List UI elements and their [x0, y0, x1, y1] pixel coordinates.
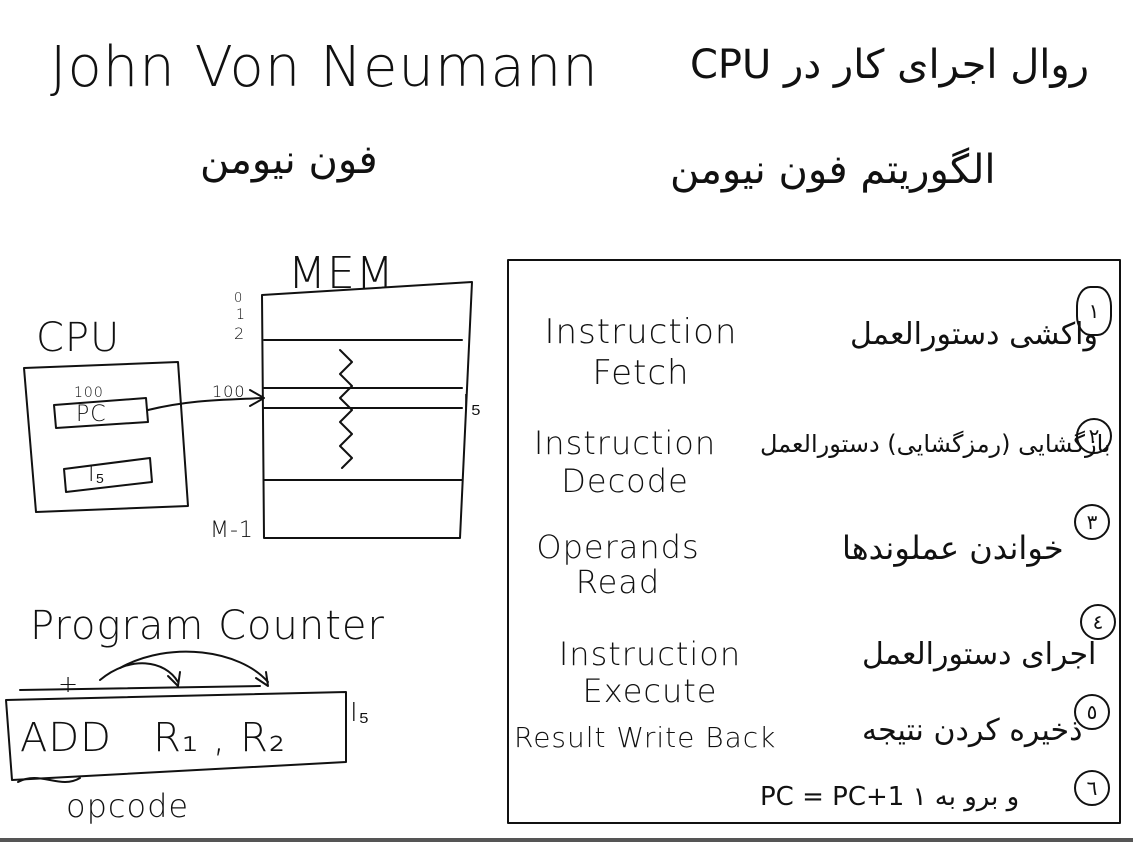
step-6-persian: PC = PC+1 و برو به ١: [760, 782, 1020, 812]
memory-label: MEM: [288, 248, 395, 299]
steps-panel: [507, 259, 1121, 824]
cpu-label: CPU: [36, 315, 121, 361]
memory-addr-2: 2: [234, 324, 246, 343]
memory-instr-label: I₅: [462, 390, 483, 420]
ir-register: [63, 457, 153, 493]
step-1-persian: واکشی دستورالعمل: [850, 317, 1098, 352]
title-english: John Von Neumann: [50, 35, 599, 100]
step-5-english: Result Write Back: [514, 721, 777, 754]
pc-label: PC: [76, 402, 107, 427]
pc-register: [53, 397, 149, 429]
step-4-english: Instruction Execute: [558, 635, 742, 710]
step-2-persian: بازگشایی (رمزگشایی) دستورالعمل: [760, 430, 1111, 458]
memory-addr-last: M-1: [210, 518, 254, 543]
memory-squiggle: [339, 349, 353, 469]
instruction-box: [5, 691, 347, 781]
instruction-side-label: I₅: [350, 698, 371, 728]
topic-persian: روال اجرای کار در CPU: [690, 42, 1090, 88]
step-5-persian: ذخیره کردن نتیجه: [862, 713, 1083, 748]
step-6-number: ٦: [1074, 770, 1110, 806]
memory-addr-1: 1: [236, 307, 246, 323]
opcode-brace: [17, 777, 81, 783]
step-3-number: ٣: [1074, 504, 1110, 540]
step-5-number: ٥: [1074, 694, 1110, 730]
memory-box: [261, 281, 473, 539]
instruction-text: ADD R₁ , R₂: [20, 715, 286, 761]
pc-value: 100: [74, 385, 104, 401]
program-counter-label: Program Counter: [30, 603, 385, 649]
step-2-english: Instruction Decode: [533, 424, 717, 501]
ir-label: I₅: [88, 462, 106, 487]
curved-arrow-2: [119, 650, 269, 683]
cpu-box: [23, 361, 189, 513]
pc-to-mem-arrow: [147, 397, 263, 411]
plus-sign: +: [58, 670, 80, 698]
algorithm-persian: الگوریتم فون نیومن: [670, 147, 996, 193]
memory-addr-100: 100: [212, 382, 246, 401]
step-4-number: ٤: [1080, 604, 1116, 640]
memory-addr-0: 0: [234, 291, 244, 306]
step-1-number: ١: [1076, 286, 1112, 336]
opcode-label: opcode: [66, 787, 190, 825]
curved-arrow-1: [99, 662, 179, 683]
step-3-english: Operands Read: [536, 528, 700, 602]
title-persian: فون نیومن: [200, 137, 378, 183]
step-4-persian: اجرای دستورالعمل: [862, 637, 1097, 672]
step-1-english: Instruction Fetch: [544, 312, 738, 393]
step-3-persian: خواندن عملوندها: [842, 529, 1064, 567]
step-2-number: ٢: [1076, 418, 1112, 454]
bottom-scroll-strip: [0, 838, 1133, 842]
